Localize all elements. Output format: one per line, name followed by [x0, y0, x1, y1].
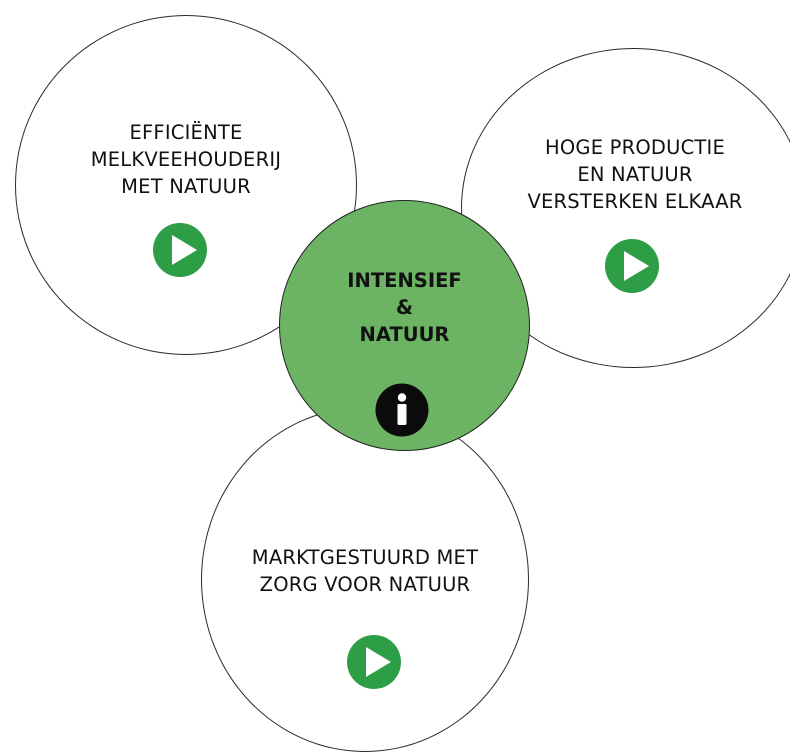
- scenario-label-market-driven: MARKTGESTUURD MET ZORG VOOR NATUUR: [251, 546, 479, 596]
- center-title: INTENSIEF & NATUUR: [347, 269, 462, 346]
- play-icon: [153, 223, 207, 277]
- scenario-label-high-production: HOGE PRODUCTIE EN NATUUR VERSTERKEN ELKA…: [527, 136, 743, 213]
- scenario-circle-market-driven[interactable]: [201, 407, 529, 752]
- play-icon: [605, 239, 659, 293]
- info-button[interactable]: [375, 383, 429, 437]
- play-button-efficient[interactable]: [152, 222, 208, 278]
- info-icon: [375, 383, 429, 437]
- scenario-label-efficient: EFFICIËNTE MELKVEEHOUDERIJ MET NATUUR: [90, 121, 282, 198]
- play-icon: [347, 635, 401, 689]
- play-button-high-production[interactable]: [604, 238, 660, 294]
- play-button-market-driven[interactable]: [346, 634, 402, 690]
